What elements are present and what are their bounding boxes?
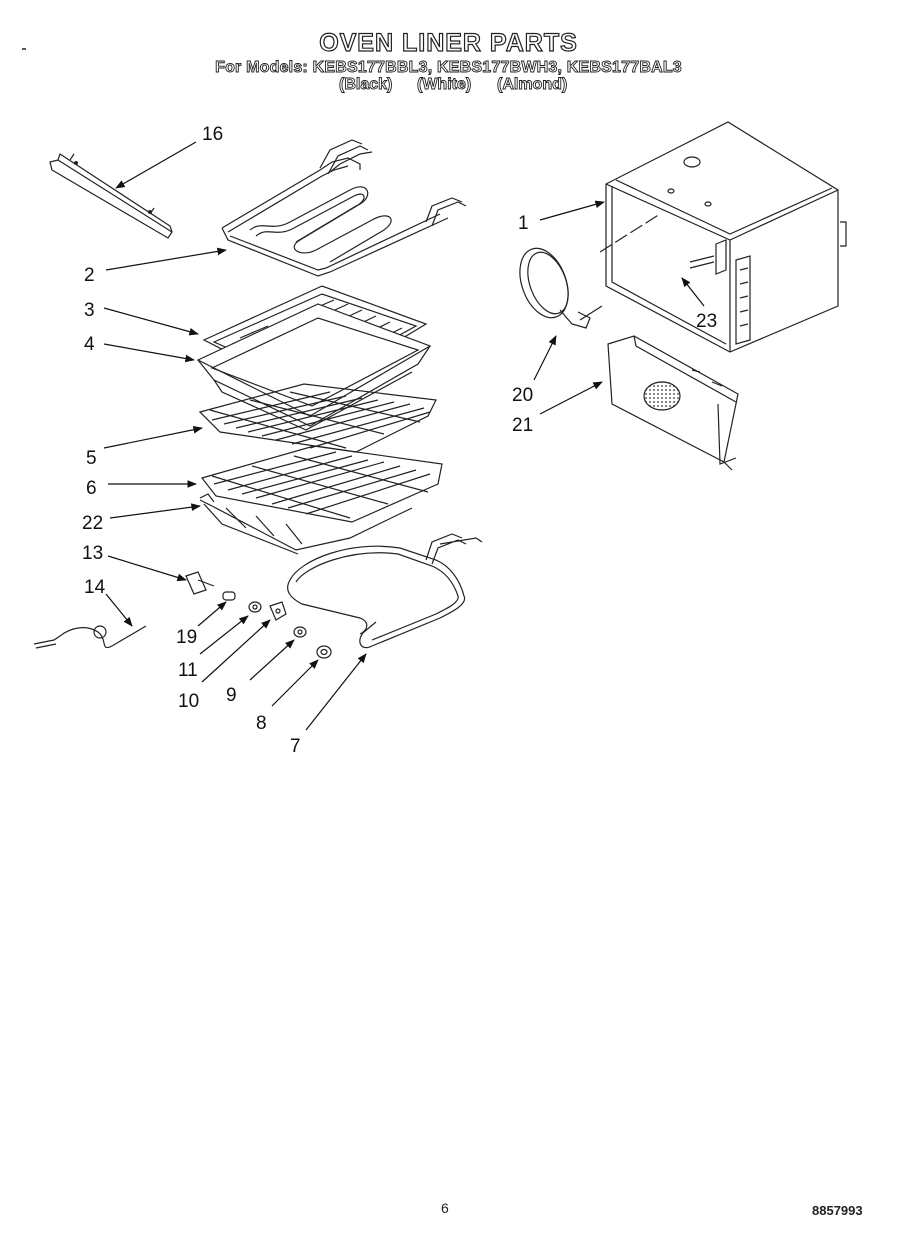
part-11-washer [248, 601, 262, 613]
diagram-header: OVEN LINER PARTS For Models: KEBS177BBL3… [0, 29, 897, 78]
part-8-nut [316, 645, 332, 659]
callout-labels: 16 1 2 3 4 23 20 21 5 6 22 13 14 19 11 1… [82, 124, 717, 757]
callout-20: 20 [512, 385, 533, 406]
callout-8: 8 [256, 713, 267, 734]
callout-22: 22 [82, 513, 103, 534]
part-16-bracket [49, 153, 173, 239]
part-6-oven-rack [200, 445, 443, 523]
model-colors: (Black) (White) (Almond) [0, 76, 897, 96]
callout-5: 5 [86, 448, 97, 469]
part-14-sensor [33, 625, 147, 649]
page-number: 6 [441, 1200, 449, 1216]
color-almond: (Almond) [497, 76, 568, 94]
part-9-washer [293, 626, 307, 638]
callout-21: 21 [512, 415, 533, 436]
part-22-rack [199, 493, 413, 555]
callout-13: 13 [82, 543, 103, 564]
part-5-oven-rack [198, 383, 437, 453]
color-white: (White) [417, 76, 472, 94]
part-10-clip [269, 601, 287, 621]
callout-7: 7 [290, 736, 301, 757]
callout-23: 23 [696, 311, 717, 332]
callout-2: 2 [84, 265, 95, 286]
callout-19: 19 [176, 627, 197, 648]
model-list: For Models: KEBS177BBL3, KEBS177BWH3, KE… [215, 59, 683, 77]
document-code: 8857993 [812, 1203, 863, 1218]
callout-6: 6 [86, 478, 97, 499]
callout-1: 1 [518, 213, 529, 234]
part-13-bracket [185, 571, 215, 595]
callout-11: 11 [178, 660, 198, 681]
part-21-panel [607, 335, 739, 471]
callout-3: 3 [84, 300, 95, 321]
callout-9: 9 [226, 685, 237, 706]
leader-lines [103, 141, 705, 731]
part-4-broiler-pan [196, 303, 432, 431]
callout-10: 10 [178, 691, 199, 712]
callout-14: 14 [84, 577, 106, 598]
part-20-element-ring [519, 247, 603, 329]
part-7-bake-element [287, 533, 483, 649]
color-black: (Black) [339, 76, 393, 94]
diagram-title: OVEN LINER PARTS [319, 29, 578, 57]
callout-4: 4 [84, 334, 95, 355]
callout-16: 16 [202, 124, 223, 145]
part-2-broil-element [221, 139, 467, 277]
part-1-oven-liner [599, 121, 847, 353]
part-19-plug [222, 591, 236, 601]
